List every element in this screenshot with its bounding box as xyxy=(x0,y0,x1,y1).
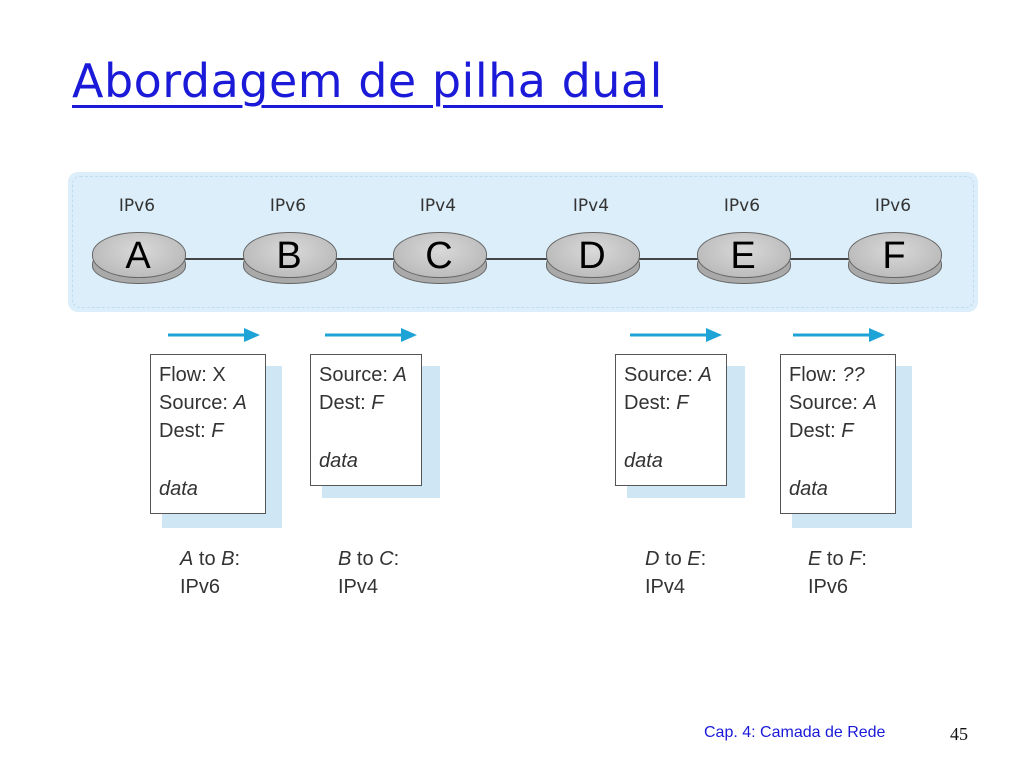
dest-line: Dest: F xyxy=(319,392,384,414)
router-letter-c: C xyxy=(425,235,453,277)
router-f: F xyxy=(848,232,942,286)
router-b: B xyxy=(243,232,337,286)
data-line: data xyxy=(159,478,198,500)
page-number: 45 xyxy=(950,724,968,744)
dest-line: Dest: F xyxy=(789,420,854,442)
node-label-b: IPv6 xyxy=(269,196,307,216)
packet-ipv4-bc: Source: A Dest: F data xyxy=(310,354,422,486)
router-letter-d: D xyxy=(578,235,606,277)
segment-label-ab: A to B: IPv6 xyxy=(180,548,241,598)
router-d: D xyxy=(546,232,640,286)
data-line: data xyxy=(789,478,828,500)
router-letter-f: F xyxy=(882,235,906,277)
flow-line: Flow: ?? xyxy=(789,364,865,386)
link-line xyxy=(170,258,870,260)
node-label-c: IPv4 xyxy=(419,196,457,216)
arrow-right-icon xyxy=(630,328,722,342)
source-line: Source: A xyxy=(624,364,712,386)
source-line: Source: A xyxy=(789,392,877,414)
node-label-e: IPv6 xyxy=(723,196,761,216)
footer-chapter: Cap. 4: Camada de Rede xyxy=(704,724,886,741)
dest-line: Dest: F xyxy=(159,420,224,442)
node-label-a: IPv6 xyxy=(118,196,156,216)
node-label-d: IPv4 xyxy=(572,196,610,216)
arrow-right-icon xyxy=(793,328,885,342)
packet-ipv6-ab: Flow: X Source: A Dest: F data xyxy=(150,354,266,514)
data-line: data xyxy=(624,450,663,472)
router-a: A xyxy=(92,232,186,286)
segment-label-de: D to E: IPv4 xyxy=(645,548,707,598)
slide-title: Abordagem de pilha dual xyxy=(72,54,663,108)
router-letter-e: E xyxy=(730,235,756,277)
router-letter-a: A xyxy=(125,235,151,277)
packet-ipv6-ef: Flow: ?? Source: A Dest: F data xyxy=(780,354,896,514)
data-line: data xyxy=(319,450,358,472)
segment-label-ef: E to F: IPv6 xyxy=(808,548,867,598)
dest-line: Dest: F xyxy=(624,392,689,414)
source-line: Source: A xyxy=(159,392,247,414)
source-line: Source: A xyxy=(319,364,407,386)
segment-label-bc: B to C: IPv4 xyxy=(338,548,400,598)
arrow-right-icon xyxy=(325,328,417,342)
flow-line: Flow: X xyxy=(159,364,226,386)
router-e: E xyxy=(697,232,791,286)
router-letter-b: B xyxy=(276,235,302,277)
network-band xyxy=(68,172,978,312)
packet-ipv4-de: Source: A Dest: F data xyxy=(615,354,727,486)
node-label-f: IPv6 xyxy=(874,196,912,216)
arrow-right-icon xyxy=(168,328,260,342)
router-c: C xyxy=(393,232,487,286)
